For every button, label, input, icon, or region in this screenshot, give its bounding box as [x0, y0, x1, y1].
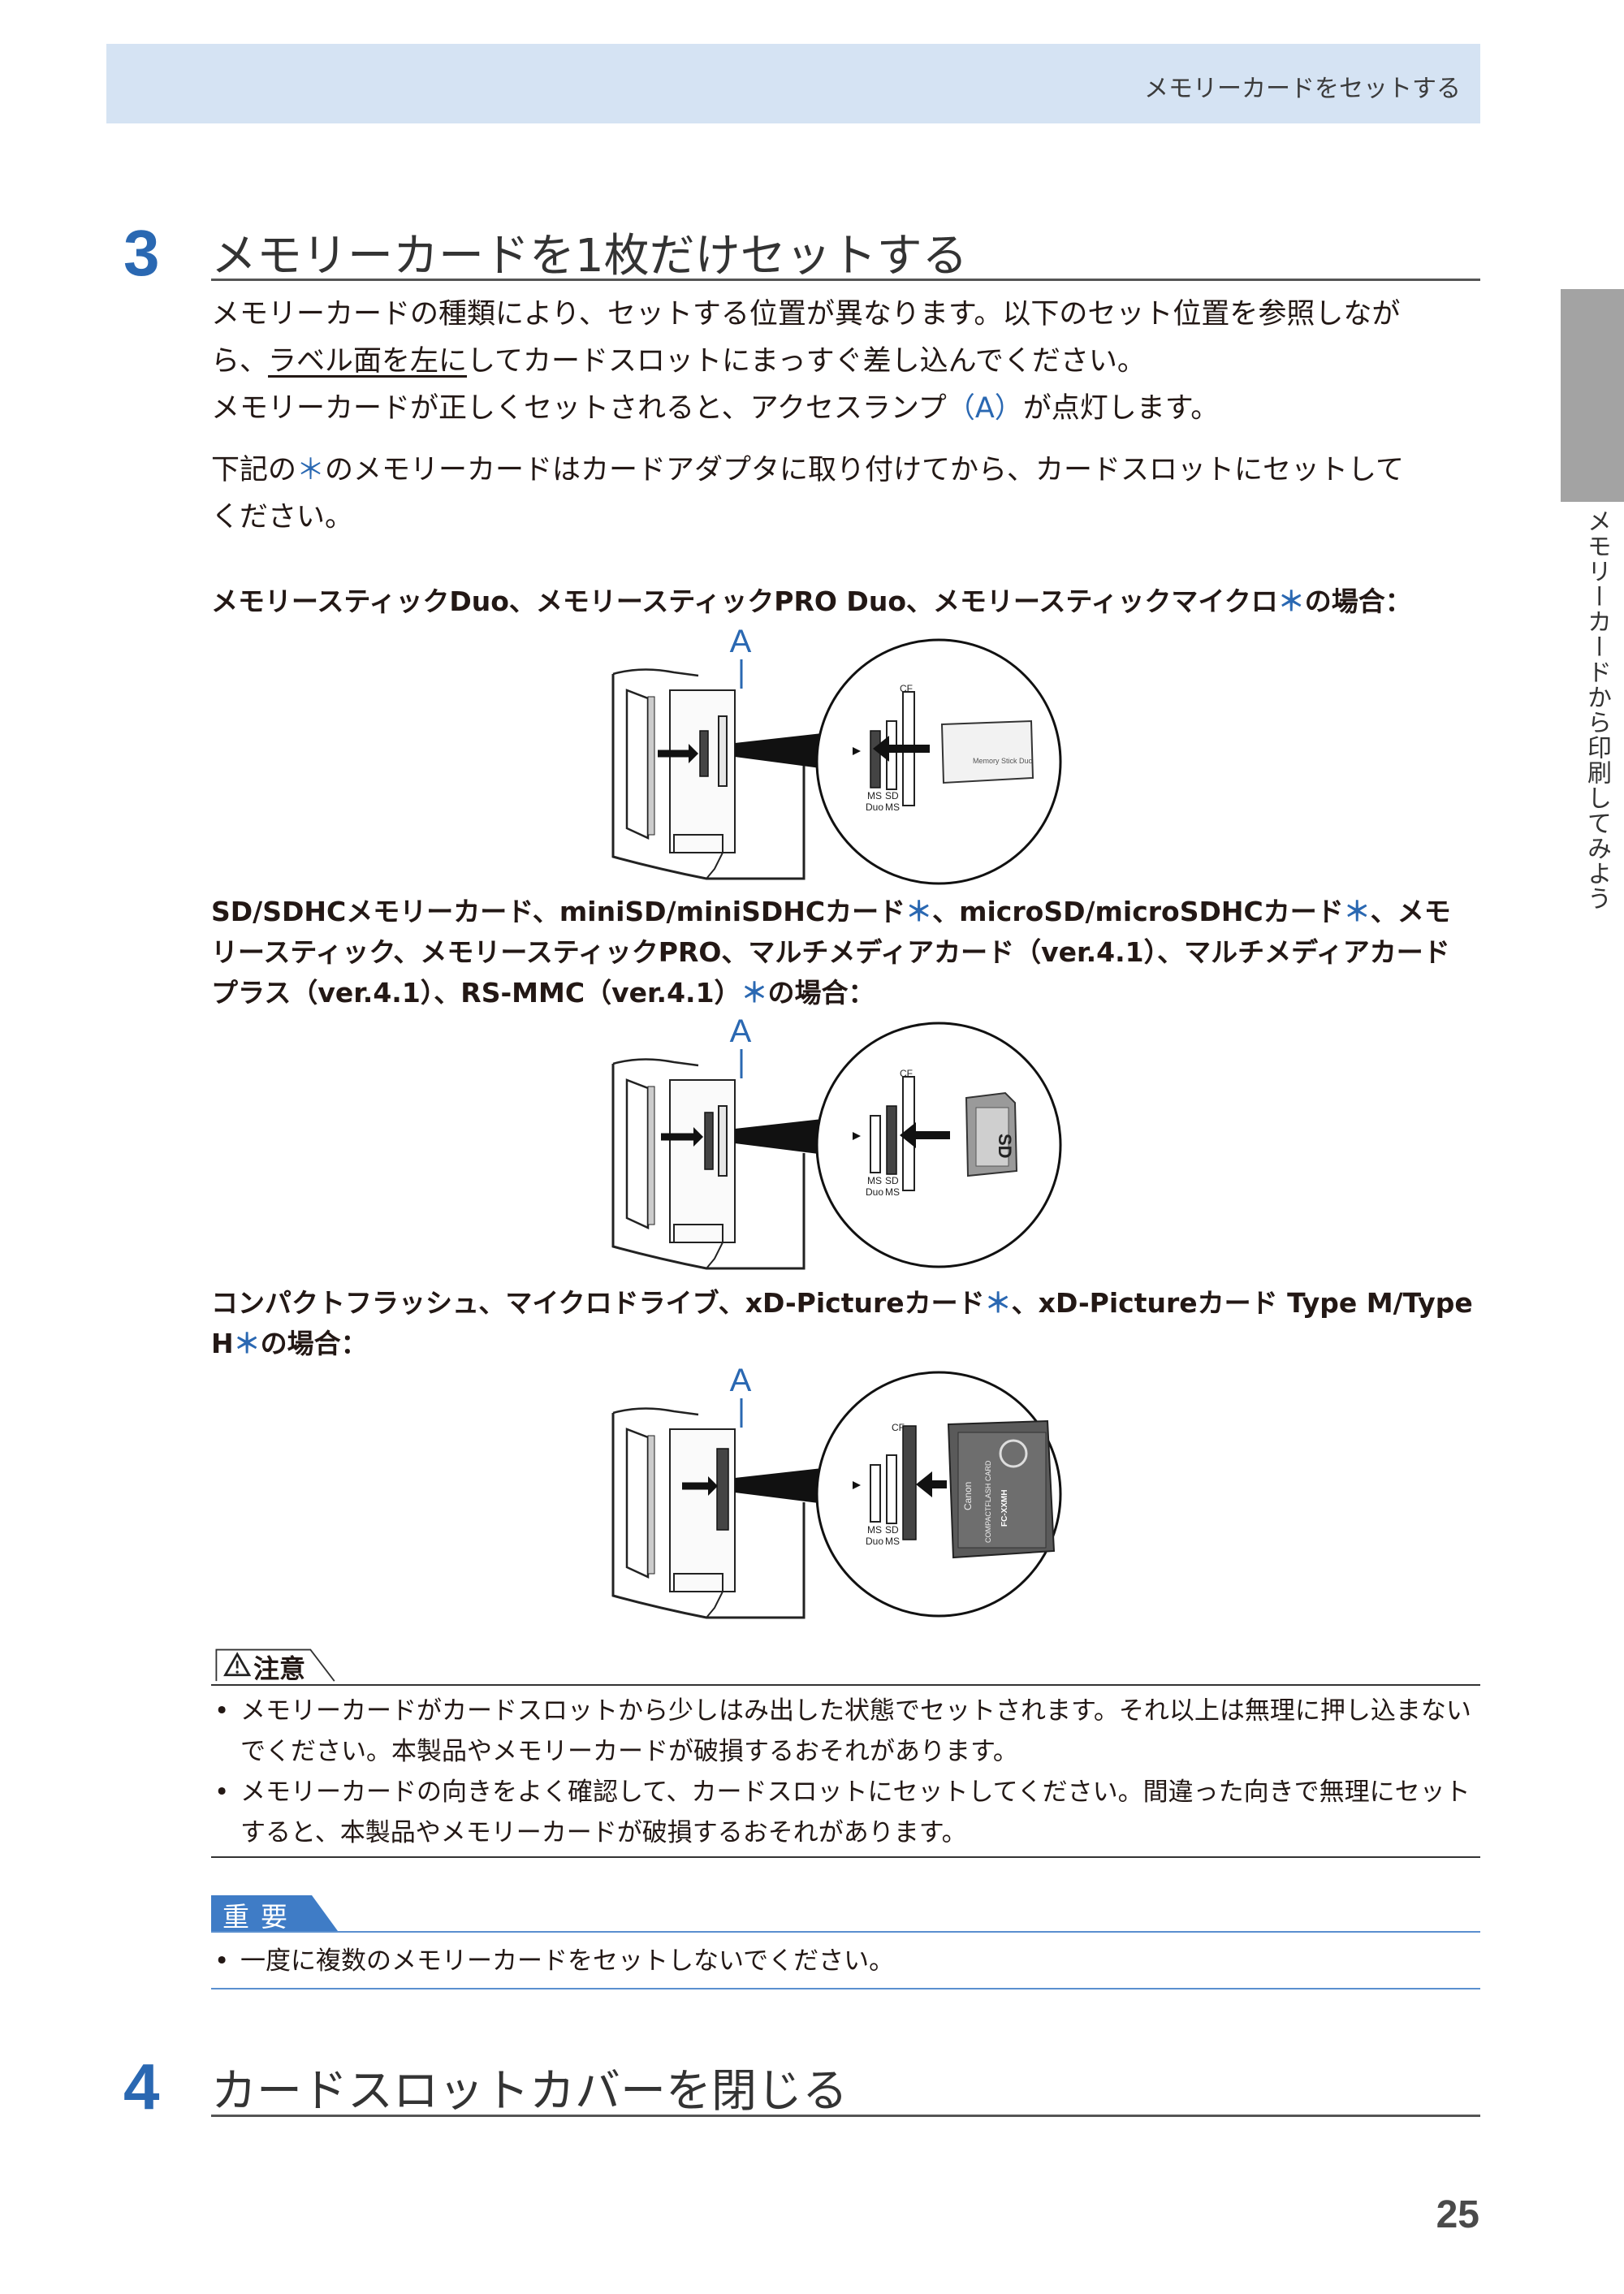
slot-ms-label-2: MS: [885, 801, 900, 813]
step-4-rule: [211, 2115, 1480, 2117]
cf-card-type: COMPACTFLASH CARD: [984, 1460, 992, 1543]
slot-duo-label: Duo: [866, 1536, 883, 1547]
para3-line-a: 下記の＊のメモリーカードはカードアダプタに取り付けてから、カードスロットにセット…: [211, 447, 1482, 494]
group-3-part-d: の場合：: [260, 1328, 368, 1359]
access-lamp-label: A: [730, 1015, 752, 1049]
group-1-heading-text: メモリースティックDuo、メモリースティックPRO Duo、メモリースティックマ…: [211, 585, 1278, 617]
group-2-heading: SD/SDHCメモリーカード、miniSD/miniSDHCカード＊、micro…: [211, 892, 1482, 1013]
caution-list: • メモリーカードがカードスロットから少しはみ出した状態でセットされます。それ以…: [211, 1691, 1482, 1853]
caution-item-line: すると、本製品やメモリーカードが破損するおそれがあります。: [240, 1818, 967, 1847]
access-lamp-ref: （A）: [946, 392, 1023, 425]
slot-ms-label: MS: [867, 1175, 882, 1186]
para3-pre: 下記の: [211, 454, 297, 486]
caution-item-line: でください。本製品やメモリーカードが破損するおそれがあります。: [240, 1737, 1018, 1766]
group-3-part-a: コンパクトフラッシュ、マイクロドライブ、xD-Pictureカード: [211, 1287, 985, 1319]
step-3-paragraph-3: 下記の＊のメモリーカードはカードアダプタに取り付けてから、カードスロットにセット…: [211, 447, 1482, 541]
para1-post: してカードスロットにまっすぐ差し込んでください。: [467, 345, 1146, 378]
para1-pre: ら、: [211, 345, 269, 378]
step-3-title: メモリーカードを1枚だけセットする: [211, 230, 968, 283]
important-top-rule: [211, 1931, 1480, 1933]
para3-line-b: ください。: [211, 501, 354, 534]
group-2-part-b: 、microSD/microSDHCカード: [932, 896, 1344, 927]
asterisk-mark: ＊: [1343, 896, 1371, 927]
access-lamp-label: A: [730, 1364, 752, 1398]
slot-sd-label: SD: [885, 790, 899, 801]
figure-ms-duo-insertion: A CF MS Duo SD MS Memory Stick Duo: [609, 625, 1080, 885]
caution-top-rule: [211, 1684, 1480, 1686]
slot-cf-label: CF: [900, 1068, 913, 1079]
group-2-heading-line-2: リースティック、メモリースティックPRO、マルチメディアカード（ver.4.1）…: [211, 936, 1450, 968]
cf-card-model: FC-XXMH: [1000, 1489, 1009, 1527]
caution-item: • メモリーカードの向きをよく確認して、カードスロットにセットしてください。間違…: [211, 1772, 1482, 1853]
important-bottom-rule: [211, 1988, 1480, 1989]
step-4-title: カードスロットカバーを閉じる: [211, 2065, 848, 2118]
sd-card-logo: SD: [995, 1134, 1015, 1159]
group-3-heading-line-2: H＊の場合：: [211, 1324, 1482, 1364]
important-item-line: 一度に複数のメモリーカードをセットしないでください。: [240, 1946, 895, 1976]
important-label: 重要: [222, 1901, 299, 1933]
group-2-part-c: 、メモ: [1370, 896, 1451, 927]
slot-ms-label-2: MS: [885, 1186, 900, 1198]
important-list: • 一度に複数のメモリーカードをセットしないでください。: [211, 1941, 1482, 1981]
slot-cf-label: CF: [900, 683, 913, 694]
step-3-rule: [211, 279, 1480, 281]
page-header-title: メモリーカードをセットする: [1144, 75, 1461, 103]
slot-sd-label: SD: [885, 1175, 899, 1186]
label-left-emphasis: ラベル面を左に: [268, 345, 468, 378]
para2-post: が点灯します。: [1022, 392, 1220, 425]
page-number: 25: [1436, 2193, 1479, 2236]
group-1-heading-suffix: の場合：: [1304, 585, 1412, 617]
asterisk-mark: ＊: [741, 977, 768, 1009]
slot-cf-label: CF: [892, 1422, 905, 1433]
group-2-heading-line-1: SD/SDHCメモリーカード、miniSD/miniSDHCカード＊、micro…: [211, 892, 1482, 932]
step-4-number: 4: [123, 2050, 160, 2123]
caution-label: 注意: [253, 1653, 306, 1684]
group-3-part-c: H: [211, 1328, 234, 1359]
asterisk-mark: ＊: [233, 1328, 261, 1359]
asterisk-mark: ＊: [984, 1287, 1012, 1319]
caution-item-line: メモリーカードがカードスロットから少しはみ出した状態でセットされます。それ以上は…: [240, 1696, 1471, 1726]
figure-sd-insertion: A CF MS Duo SD MS SD: [609, 1015, 1080, 1275]
group-1-heading: メモリースティックDuo、メモリースティックPRO Duo、メモリースティックマ…: [211, 581, 1482, 622]
para1-line-a: メモリーカードの種類により、セットする位置が異なります。以下のセット位置を参照し…: [211, 298, 1401, 330]
asterisk-mark: ＊: [1277, 585, 1305, 617]
caution-item-line: メモリーカードの向きをよく確認して、カードスロットにセットしてください。間違った…: [240, 1778, 1471, 1807]
warning-triangle-icon: [223, 1652, 252, 1677]
group-3-heading: コンパクトフラッシュ、マイクロドライブ、xD-Pictureカード＊、xD-Pi…: [211, 1283, 1482, 1364]
caution-item: • メモリーカードがカードスロットから少しはみ出した状態でセットされます。それ以…: [211, 1691, 1482, 1772]
important-item: • 一度に複数のメモリーカードをセットしないでください。: [211, 1941, 1482, 1981]
group-2-heading-line-3: プラス（ver.4.1）、RS-MMC（ver.4.1）＊の場合：: [211, 973, 1482, 1013]
slot-sd-label: SD: [885, 1524, 899, 1536]
group-3-part-b: 、xD-Pictureカード Type M/Type: [1011, 1287, 1473, 1319]
group-3-heading-line-1: コンパクトフラッシュ、マイクロドライブ、xD-Pictureカード＊、xD-Pi…: [211, 1283, 1482, 1324]
asterisk-mark: ＊: [296, 454, 326, 486]
asterisk-mark: ＊: [905, 896, 933, 927]
step-3-paragraph-1: メモリーカードの種類により、セットする位置が異なります。以下のセット位置を参照し…: [211, 291, 1482, 432]
slot-duo-label: Duo: [866, 1186, 883, 1198]
access-lamp-label: A: [730, 625, 752, 659]
slot-duo-label: Duo: [866, 801, 883, 813]
slot-ms-label-2: MS: [885, 1536, 900, 1547]
figure-cf-insertion: A CF MS Duo SD MS Canon COMPACTFLASH CAR…: [609, 1364, 1080, 1624]
cf-card-brand: Canon: [962, 1482, 974, 1510]
group-2-part-a: SD/SDHCメモリーカード、miniSD/miniSDHCカード: [211, 896, 906, 927]
para2-pre: メモリーカードが正しくセットされると、アクセスランプ: [211, 392, 947, 425]
side-chapter-tab: [1561, 289, 1624, 502]
slot-ms-label: MS: [867, 790, 882, 801]
para1-line-b: ら、ラベル面を左にしてカードスロットにまっすぐ差し込んでください。: [211, 338, 1482, 385]
group-2-part-d: プラス（ver.4.1）、RS-MMC（ver.4.1）: [211, 977, 741, 1009]
slot-ms-label: MS: [867, 1524, 882, 1536]
group-2-part-e: の場合：: [767, 977, 875, 1009]
ms-duo-card-label: Memory Stick Duo: [973, 757, 1033, 765]
para2-line: メモリーカードが正しくセットされると、アクセスランプ（A）が点灯します。: [211, 385, 1482, 432]
para3-post: のメモリーカードはカードアダプタに取り付けてから、カードスロットにセットして: [325, 454, 1404, 486]
step-3-number: 3: [123, 217, 160, 289]
page-header-band: メモリーカードをセットする: [106, 44, 1480, 123]
caution-tab-shape: [215, 1648, 335, 1682]
side-chapter-label: メモリーカードから印刷してみよう: [1583, 508, 1611, 911]
caution-bottom-rule: [211, 1856, 1480, 1858]
important-tab-shape: [211, 1895, 338, 1931]
